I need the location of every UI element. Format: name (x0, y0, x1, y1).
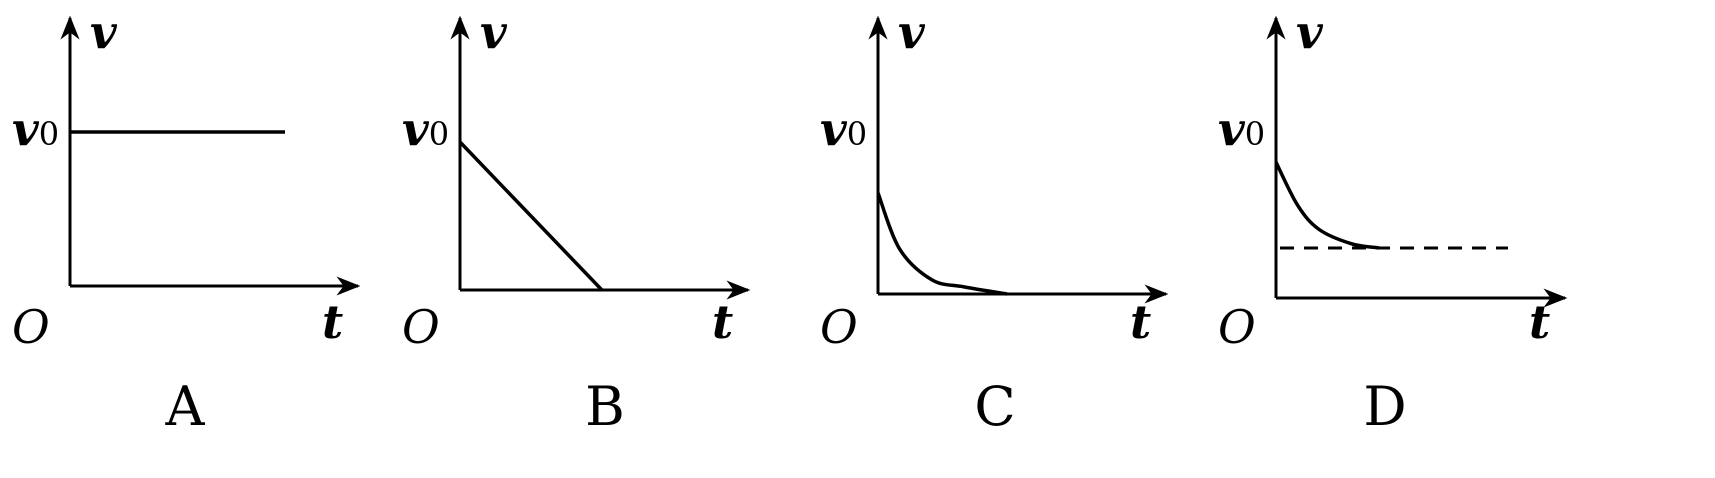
panel-label: C (974, 375, 1015, 438)
t-axis-label: t (712, 295, 733, 349)
origin-label: O (12, 300, 50, 354)
origin-label: O (820, 300, 858, 354)
v0-label: v0 (1218, 102, 1265, 156)
v0-label: v0 (402, 102, 449, 156)
origin-label: O (402, 300, 440, 354)
v-axis-label: v (898, 5, 926, 59)
t-axis-label: t (322, 295, 343, 349)
panel-label: D (1363, 375, 1406, 438)
v-axis-label: v (90, 5, 118, 59)
velocity-curve (1274, 161, 1380, 250)
t-axis-label: t (1130, 295, 1151, 349)
panel-label: B (585, 375, 625, 438)
v0-label: v0 (820, 102, 867, 156)
v0-label: v0 (12, 102, 59, 156)
origin-label: O (1218, 300, 1256, 354)
velocity-curve (458, 140, 604, 292)
panel-label: A (165, 375, 206, 438)
v-axis-label: v (1296, 5, 1324, 59)
v-axis-label: v (480, 5, 508, 59)
t-axis-label: t (1529, 295, 1550, 349)
velocity-curve (876, 192, 1008, 296)
